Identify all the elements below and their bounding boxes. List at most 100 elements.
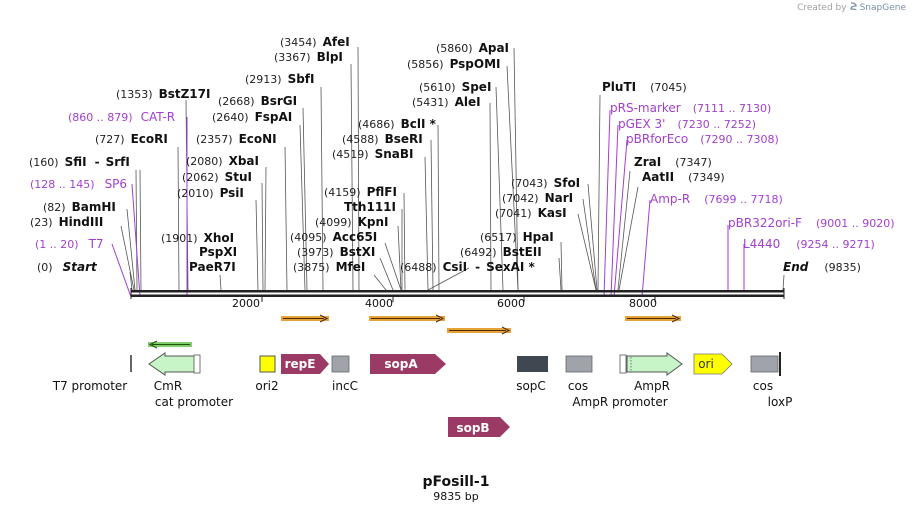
site-label: (2357)EcoNI — [196, 132, 277, 146]
ori-feature — [693, 353, 733, 375]
feature-label: incC — [332, 379, 358, 393]
site-label: (4159)PflFI — [324, 185, 397, 199]
ruler-tick-label: 4000 — [365, 297, 393, 310]
sopb-feature — [448, 417, 510, 437]
site-label: (5610)SpeI — [419, 80, 491, 94]
site-label: (3454)AfeI — [280, 35, 350, 49]
ori2-feature — [259, 355, 276, 373]
feature-label: ori2 — [255, 379, 278, 393]
feature-label: cat promoter — [155, 395, 233, 409]
orf-arrow — [447, 326, 511, 335]
site-label: (5856)PspOMI — [407, 57, 501, 71]
site-label: Tth111I — [344, 200, 396, 214]
site-label: (3875)MfeI — [293, 260, 365, 274]
site-label: (2062)StuI — [182, 170, 252, 184]
cmr-feature — [148, 352, 197, 376]
site-label: PaeR7I — [189, 260, 236, 274]
feature-label: sopC — [516, 379, 546, 393]
site-label: (0)Start — [37, 260, 98, 274]
site-label: (2913)SbfI — [245, 72, 315, 86]
site-label: (5431)AleI — [412, 95, 481, 109]
feature-label: loxP — [768, 395, 793, 409]
sopc-feature — [517, 356, 548, 372]
feature-labels: T7 promoter CmR cat promoter ori2 incC s… — [52, 379, 793, 409]
sopa-feature — [370, 354, 446, 374]
sopb-label: sopB — [456, 421, 489, 435]
site-label: (82)BamHI — [43, 200, 116, 214]
site-label: (2668)BsrGI — [218, 94, 297, 108]
site-label: AatII(7349) — [642, 170, 725, 184]
site-label: (4095)Acc65I — [290, 230, 377, 244]
primer-label: (128 .. 145)SP6 — [30, 177, 127, 191]
primer-label: (1 .. 20)T7 — [35, 237, 104, 251]
repe-label: repE — [285, 357, 316, 371]
feature-label: T7 promoter — [52, 379, 128, 393]
site-label: (7041)KasI — [495, 206, 567, 220]
site-label: (4588)BseRI — [342, 132, 423, 146]
primer-label: pBR322ori-F(9001 .. 9020) — [728, 216, 895, 230]
orf-arrows — [148, 314, 681, 349]
primer-label: L4440(9254 .. 9271) — [743, 237, 875, 251]
site-label: (1901)XhoI — [161, 231, 234, 245]
site-label: (1353)BstZ17I — [116, 87, 210, 101]
credit-brand: SnapGene — [859, 3, 906, 13]
primer-label: Amp-R(7699 .. 7718) — [650, 192, 783, 206]
backbone: 2000 4000 6000 8000 — [130, 288, 785, 310]
site-label: (727)EcoRI — [95, 132, 168, 146]
site-label: (6517)HpaI — [480, 230, 554, 244]
feature-label: AmpR — [634, 379, 670, 393]
site-label: (6488)CsiI-SexAI * — [400, 260, 536, 274]
plasmid-name: pFosill-1 — [423, 474, 490, 490]
primer-label: pRS-marker(7111 .. 7130) — [610, 101, 771, 115]
site-label: (3973)BstXI — [297, 245, 375, 259]
site-label: (2010)PsiI — [177, 186, 244, 200]
site-label: (7042)NarI — [502, 191, 573, 205]
orf-arrow-reverse — [148, 340, 192, 349]
site-label: (5860)ApaI — [436, 41, 509, 55]
site-label: (23)HindIII — [30, 215, 103, 229]
site-label: PspXI — [199, 245, 237, 259]
incc-feature — [331, 355, 350, 373]
ori-label: ori — [698, 357, 714, 371]
restriction-sites: (0)Start (23)HindIII (82)BamHI (160)SfiI… — [29, 35, 861, 274]
site-label: PluTI(7045) — [602, 80, 687, 94]
site-label: (3367)BlpI — [274, 50, 343, 64]
feature-label: cos — [753, 379, 773, 393]
snapgene-credit: Created by SnapGene — [797, 2, 906, 14]
ampr-promoter-feature — [619, 354, 627, 374]
cos-feature — [750, 355, 779, 373]
primer-label: pBRforEco(7290 .. 7308) — [626, 132, 779, 146]
orf-arrow — [625, 314, 681, 323]
features: repE sopA sopB ori — [130, 352, 781, 437]
site-leader-lines — [120, 46, 785, 291]
site-label: ZraI(7347) — [634, 155, 712, 169]
site-label: (4099)KpnI — [315, 215, 388, 229]
site-label: (2640)FspAI — [212, 110, 292, 124]
site-label: (7043)SfoI — [511, 176, 580, 190]
primers: (1 .. 20)T7 (128 .. 145)SP6 (860 .. 879)… — [30, 101, 895, 251]
ruler-tick-label: 2000 — [232, 297, 260, 310]
sopa-label: sopA — [384, 357, 418, 371]
site-label: (160)SfiI-SrfI — [29, 155, 130, 169]
primer-leader-lines — [111, 109, 745, 298]
site-label: (4519)SnaBI — [332, 147, 413, 161]
repe-feature — [281, 354, 329, 374]
ruler-tick-label: 6000 — [497, 297, 525, 310]
orf-arrow — [281, 314, 329, 323]
credit-prefix: Created by — [797, 3, 847, 13]
orf-arrow — [369, 314, 445, 323]
cos-feature — [565, 355, 593, 373]
feature-label: AmpR promoter — [572, 395, 667, 409]
site-label: (6492)BstEII — [460, 245, 542, 259]
plasmid-length: 9835 bp — [433, 490, 478, 503]
feature-label: CmR — [154, 379, 182, 393]
ampr-feature — [626, 352, 683, 376]
ruler-ticks — [261, 297, 656, 302]
primer-label: pGEX 3'(7230 .. 7252) — [618, 117, 756, 131]
feature-label: cos — [568, 379, 588, 393]
site-label: (4686)BclI * — [358, 117, 437, 131]
ruler-tick-label: 8000 — [629, 297, 657, 310]
primer-label: (860 .. 879)CAT-R — [68, 110, 175, 124]
snapgene-logo-icon — [849, 2, 858, 14]
